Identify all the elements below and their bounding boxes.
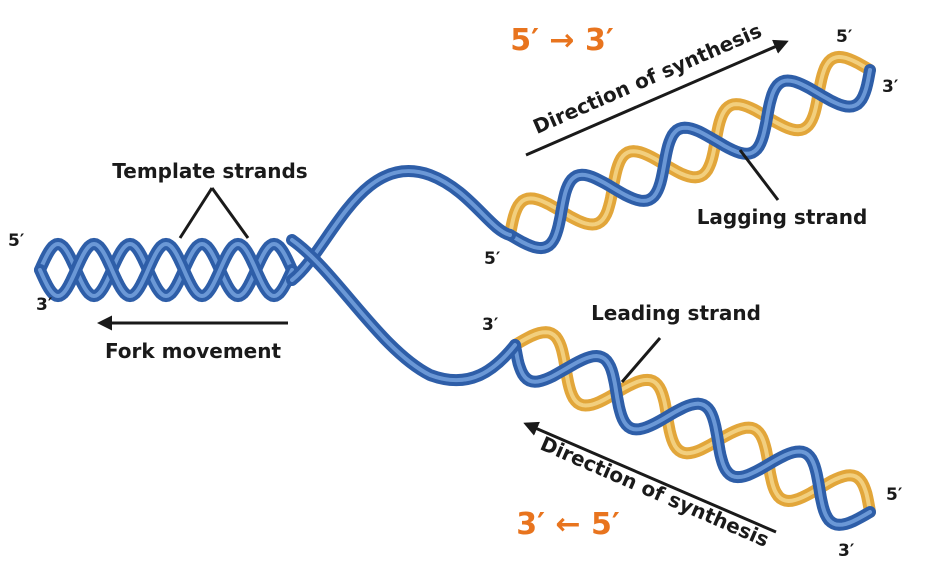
leading-new-strand-highlight xyxy=(513,330,872,514)
bottom-right-3-prime-end: 3′ xyxy=(838,541,855,561)
lagging-strand-label: Lagging strand xyxy=(697,205,868,229)
top-right-3-prime-end: 3′ xyxy=(882,77,899,97)
lagging-template-strand-highlight xyxy=(508,68,872,251)
template-strands-label: Template strands xyxy=(112,159,307,183)
direction-arrow-bottom xyxy=(523,421,777,534)
template-strand-lower-fork-highlight xyxy=(290,238,517,383)
bottom-left-3-prime-end: 3′ xyxy=(482,315,499,335)
parent-5-prime-end: 5′ xyxy=(8,231,25,251)
top-left-5-prime-end: 5′ xyxy=(484,249,501,269)
fork-movement-label: Fork movement xyxy=(105,339,282,363)
lagging-new-strand-highlight xyxy=(508,54,872,237)
parent-strand-b-highlight xyxy=(38,241,294,299)
template-pointer-left xyxy=(178,187,214,239)
orientation-top-label: 5′ → 3′ xyxy=(510,23,614,58)
leading-strand-label: Leading strand xyxy=(591,301,761,325)
leading-daughter-helix xyxy=(509,326,876,531)
direction-arrow-top xyxy=(525,39,789,157)
bottom-right-5-prime-end: 5′ xyxy=(886,485,903,505)
orientation-bottom-label: 3′ ← 5′ xyxy=(516,507,620,542)
parent-strand-a-highlight xyxy=(38,241,294,299)
parental-double-helix xyxy=(34,237,298,303)
lagging-pointer xyxy=(738,149,780,201)
leading-pointer xyxy=(620,337,662,383)
top-right-5-prime-end: 5′ xyxy=(836,27,853,47)
leading-template-strand-highlight xyxy=(513,343,872,527)
template-strand-upper-fork-highlight xyxy=(290,169,512,282)
template-pointer-right xyxy=(210,187,250,239)
parent-3-prime-end: 3′ xyxy=(36,295,53,315)
lagging-daughter-helix xyxy=(504,50,876,255)
